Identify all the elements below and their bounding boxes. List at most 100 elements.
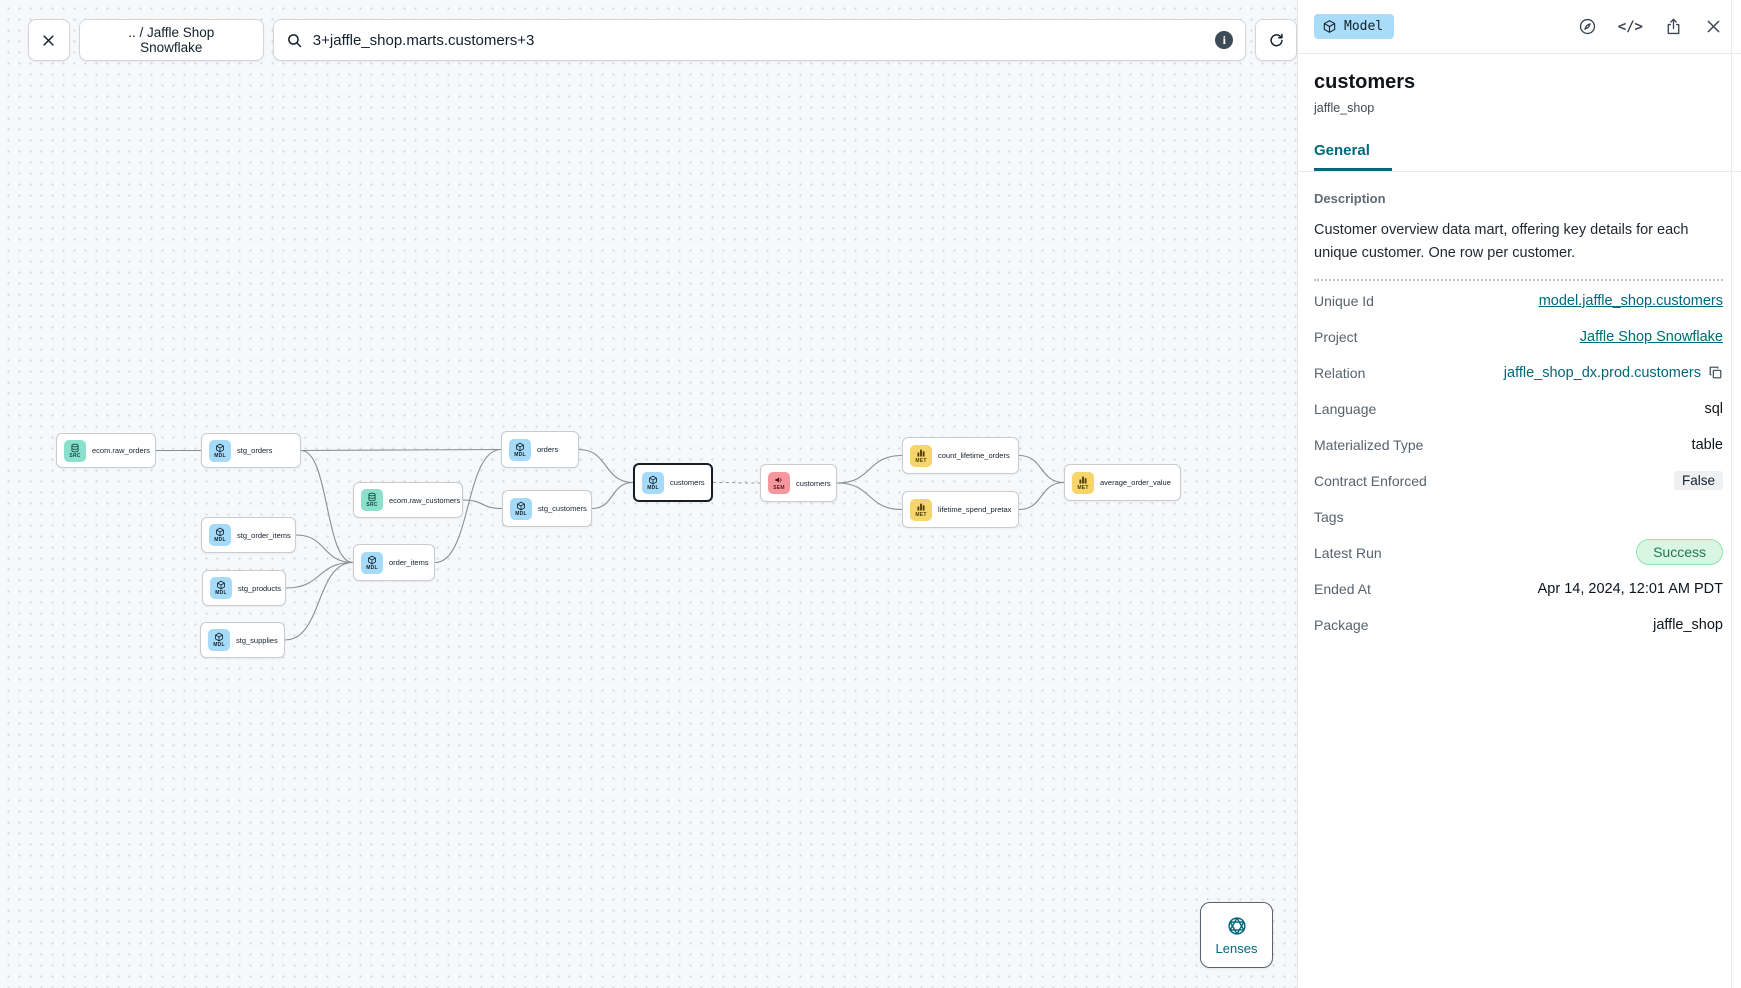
edge-orders-to-customers bbox=[578, 448, 634, 484]
dag-node-lifetime_spend_pretax[interactable]: MET lifetime_spend_pretax bbox=[902, 491, 1019, 528]
edge-stg_order_items-to-order_items bbox=[295, 534, 354, 564]
node-label: stg_products bbox=[238, 583, 281, 593]
database-icon: SRC bbox=[361, 489, 383, 511]
panel-title-block: customers jaffle_shop bbox=[1298, 54, 1741, 115]
panel-tabs: General bbox=[1298, 142, 1741, 172]
close-icon bbox=[1707, 20, 1720, 33]
cube-icon: MDL bbox=[510, 497, 532, 520]
bar-chart-icon: MET bbox=[910, 444, 932, 467]
edge-customers-to-customers_sem bbox=[712, 481, 761, 484]
field-label: Contract Enforced bbox=[1314, 472, 1427, 489]
field-link[interactable]: model.jaffle_shop.customers bbox=[1538, 292, 1723, 309]
megaphone-icon: SEM bbox=[768, 472, 790, 494]
node-label: orders bbox=[537, 445, 559, 454]
search-box: i bbox=[272, 19, 1247, 61]
dag-node-stg_products[interactable]: MDL stg_products bbox=[202, 570, 286, 606]
lineage-toolbar: .. / Jaffle Shop Snowflake i bbox=[0, 0, 1297, 61]
lenses-button[interactable]: Lenses bbox=[1200, 902, 1273, 968]
cube-icon: MDL bbox=[208, 629, 230, 651]
refresh-button[interactable] bbox=[1255, 19, 1297, 61]
status-badge: Success bbox=[1636, 539, 1723, 566]
cube-icon bbox=[1323, 20, 1336, 33]
field-row-latest-run: Latest Run Success bbox=[1314, 535, 1723, 571]
aperture-icon bbox=[1227, 916, 1246, 935]
node-label: average_order_value bbox=[1100, 478, 1171, 487]
dag-node-stg_supplies[interactable]: MDL stg_supplies bbox=[200, 622, 285, 658]
field-row-project: Project Jaffle Shop Snowflake bbox=[1314, 319, 1723, 355]
node-label: ecom.raw_orders bbox=[92, 446, 150, 455]
node-label: stg_customers bbox=[538, 504, 587, 513]
dag-node-customers_sem[interactable]: SEM customers bbox=[760, 464, 837, 502]
panel-content: Description Customer overview data mart,… bbox=[1298, 172, 1741, 643]
resource-type-label: Model bbox=[1344, 19, 1384, 34]
page-title: customers bbox=[1314, 71, 1416, 93]
magnifier-icon bbox=[287, 33, 302, 47]
field-label: Project bbox=[1314, 328, 1358, 345]
resource-type-badge: Model bbox=[1314, 14, 1395, 39]
edge-count_lifetime_orders-to-average_order_value bbox=[1018, 454, 1065, 484]
bar-chart-icon: MET bbox=[1072, 471, 1094, 494]
bar-chart-icon: MET bbox=[910, 498, 932, 521]
field-label: Materialized Type bbox=[1314, 436, 1424, 453]
relation-value: jaffle_shop_dx.prod.customers bbox=[1503, 364, 1701, 381]
edge-ecom_raw_customers-to-stg_customers bbox=[462, 499, 503, 510]
dag-node-ecom_raw_customers[interactable]: SRC ecom.raw_customers bbox=[353, 482, 463, 518]
copy-icon[interactable] bbox=[1708, 365, 1723, 380]
dag-node-ecom_raw_orders[interactable]: SRC ecom.raw_orders bbox=[56, 433, 156, 468]
code-icon: </> bbox=[1617, 18, 1643, 35]
share-icon bbox=[1667, 18, 1680, 35]
cube-icon: MDL bbox=[209, 524, 231, 546]
share-button[interactable] bbox=[1664, 17, 1683, 36]
description-text: Customer overview data mart, offering ke… bbox=[1314, 222, 1689, 262]
view-code-button[interactable]: </> bbox=[1618, 19, 1643, 35]
node-label: lifetime_spend_pretax bbox=[938, 505, 1012, 514]
close-lineage-button[interactable] bbox=[28, 19, 70, 61]
edge-customers_sem-to-count_lifetime_orders bbox=[836, 454, 903, 484]
dotted-divider bbox=[1314, 278, 1723, 281]
field-label: Package bbox=[1314, 616, 1369, 633]
breadcrumb[interactable]: .. / Jaffle Shop Snowflake bbox=[78, 19, 264, 61]
edge-stg_orders-to-order_items bbox=[300, 449, 354, 564]
node-label: ecom.raw_customers bbox=[389, 495, 461, 505]
dag-node-stg_order_items[interactable]: MDL stg_order_items bbox=[201, 517, 296, 553]
field-label: Language bbox=[1314, 400, 1377, 417]
tab-general[interactable]: General bbox=[1314, 142, 1392, 171]
cube-icon: MDL bbox=[361, 551, 383, 574]
info-icon[interactable]: i bbox=[1215, 31, 1234, 49]
panel-header: Model </> bbox=[1298, 0, 1741, 54]
search-input[interactable] bbox=[312, 31, 1206, 49]
field-label: Latest Run bbox=[1314, 544, 1382, 561]
lineage-edges bbox=[155, 448, 1065, 641]
description-label: Description bbox=[1314, 191, 1386, 206]
panel-actions: </> bbox=[1578, 17, 1723, 36]
node-label: stg_order_items bbox=[237, 530, 291, 540]
lenses-label: Lenses bbox=[1215, 940, 1258, 956]
field-row-materialized-type: Materialized Type table bbox=[1314, 427, 1723, 463]
edge-stg_orders-to-orders bbox=[300, 448, 502, 452]
close-panel-button[interactable] bbox=[1704, 17, 1723, 36]
explore-lineage-button[interactable] bbox=[1578, 17, 1597, 36]
node-label: stg_supplies bbox=[236, 635, 278, 645]
node-label: customers bbox=[670, 478, 705, 487]
field-label: Tags bbox=[1314, 508, 1344, 525]
database-icon: SRC bbox=[64, 439, 86, 462]
node-label: customers bbox=[796, 478, 831, 488]
package-subtitle: jaffle_shop bbox=[1314, 101, 1375, 115]
cube-icon: MDL bbox=[210, 577, 232, 599]
field-value-text: table bbox=[1691, 436, 1723, 453]
field-link[interactable]: Jaffle Shop Snowflake bbox=[1579, 328, 1723, 345]
dag-node-stg_customers[interactable]: MDL stg_customers bbox=[502, 490, 592, 527]
node-label: stg_orders bbox=[237, 446, 273, 455]
dag-node-average_order_value[interactable]: MET average_order_value bbox=[1064, 464, 1181, 501]
